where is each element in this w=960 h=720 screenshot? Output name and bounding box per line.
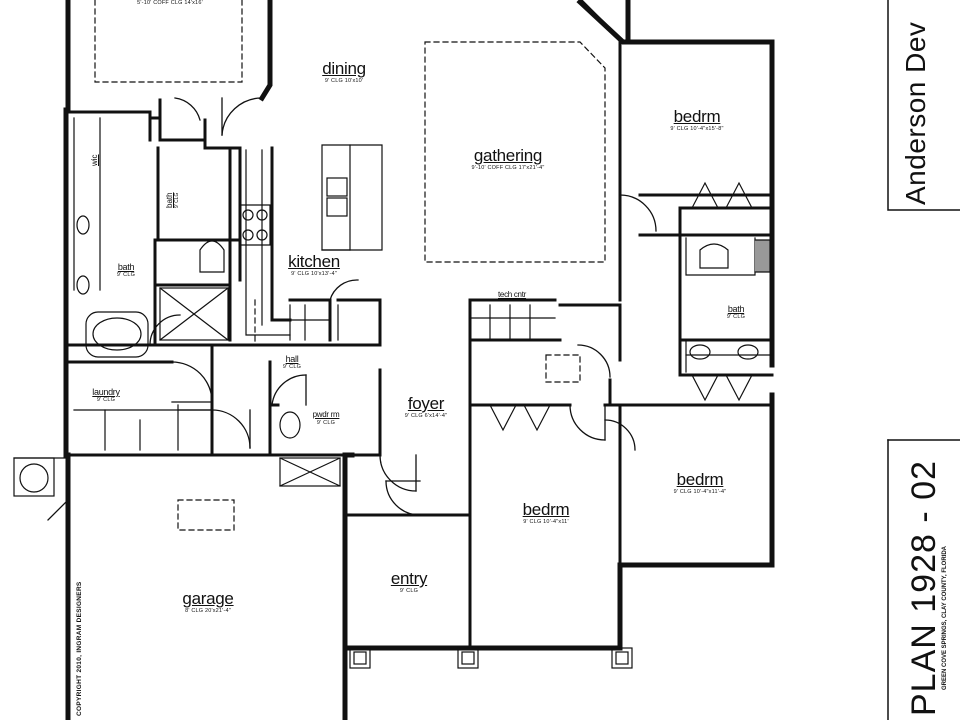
fixtures bbox=[13, 0, 759, 669]
room-dims: 9' CLG bbox=[726, 314, 746, 320]
room-label-bath-right: bath 9' CLG bbox=[727, 304, 745, 321]
room-name: tech cntr bbox=[498, 290, 526, 299]
room-label-bedrm-mid: bedrm 9' CLG 10'-4"x11' bbox=[523, 501, 570, 526]
room-label-foyer: foyer 9' CLG 6'x14'-4" bbox=[405, 395, 448, 420]
plan-location: GREEN COVE SPRINGS, CLAY COUNTY, FLORIDA bbox=[942, 545, 948, 690]
room-dims: 9' CLG bbox=[399, 588, 419, 594]
plan-number: PLAN 1928 - 02 bbox=[905, 460, 943, 716]
door-swings bbox=[47, 97, 657, 521]
room-name: bedrm bbox=[522, 500, 570, 519]
room-name: bedrm bbox=[676, 470, 724, 489]
room-name: bath bbox=[727, 304, 745, 314]
room-dims: 9' CLG 10'-4"x11' bbox=[523, 519, 569, 525]
room-label-pwdr-rm: pwdr rm 9' CLG bbox=[313, 410, 340, 427]
room-label-laundry: laundry 9' CLG bbox=[92, 387, 120, 404]
room-dims: 9' CLG bbox=[174, 192, 180, 208]
room-name: foyer bbox=[407, 394, 445, 413]
room-name: dining bbox=[322, 59, 366, 78]
room-name: wic bbox=[90, 154, 99, 166]
room-label-bath-left: bath 9' CLG bbox=[117, 262, 135, 279]
room-name: kitchen bbox=[288, 252, 340, 271]
room-label-kitchen: kitchen 9' CLG 10'x13'-4" bbox=[288, 253, 340, 278]
room-dims: 9' CLG 10'x13'-4" bbox=[291, 271, 337, 277]
room-label-hall: hall 9' CLG bbox=[283, 354, 301, 371]
room-dims: 5'-10' COFF CLG 14'x16' bbox=[137, 0, 203, 6]
exterior-walls bbox=[63, 0, 775, 720]
room-dims: 9' CLG bbox=[116, 272, 136, 278]
room-name: gathering bbox=[473, 146, 543, 165]
room-dims: 9' CLG 10'x10' bbox=[324, 78, 364, 84]
room-label-bedrm-top: bedrm 9' CLG 10'-4"x15'-8" bbox=[670, 108, 723, 133]
dashed-ceiling-lines bbox=[94, 0, 606, 531]
closet-doors bbox=[489, 181, 753, 432]
room-name: hall bbox=[285, 354, 299, 364]
room-dims: 9' CLG bbox=[316, 420, 336, 426]
room-dims: 9' CLG 6'x14'-4" bbox=[404, 413, 448, 419]
room-label-bedrm-right: bedrm 9' CLG 10'-4"x11'-4" bbox=[674, 471, 727, 496]
copyright-note: COPYRIGHT 2010, INGRAM DESIGNERS bbox=[76, 581, 83, 716]
room-dims: 9' CLG bbox=[96, 397, 116, 403]
room-name: bath bbox=[165, 192, 174, 208]
room-label-top-left: 5'-10' COFF CLG 14'x16' bbox=[137, 0, 203, 7]
room-dims: 9' CLG bbox=[282, 364, 302, 370]
title-block-border bbox=[887, 0, 960, 720]
room-label-dining: dining 9' CLG 10'x10' bbox=[322, 60, 366, 85]
cabinetry bbox=[73, 117, 773, 451]
room-label-wic: wic bbox=[84, 154, 102, 166]
room-dims: 9' CLG 10'-4"x15'-8" bbox=[670, 126, 724, 132]
room-name: garage bbox=[182, 589, 234, 608]
room-name: entry bbox=[390, 569, 428, 588]
room-label-garage: garage 8' CLG 20'x21'-4" bbox=[182, 590, 233, 615]
room-dims: 9' CLG 10'-4"x11'-4" bbox=[673, 489, 727, 495]
room-label-gathering: gathering 9'-10' COFF CLG 17'x21'-4" bbox=[471, 147, 544, 172]
interior-walls bbox=[66, 40, 774, 650]
room-dims: 9'-10' COFF CLG 17'x21'-4" bbox=[471, 165, 545, 171]
room-dims: 8' CLG 20'x21'-4" bbox=[185, 608, 231, 614]
room-label-tech-cntr: tech cntr bbox=[498, 290, 526, 300]
room-label-bath-center: bath 9' CLG bbox=[165, 192, 180, 208]
room-label-entry: entry 9' CLG bbox=[390, 569, 428, 595]
room-name: bath bbox=[117, 262, 135, 272]
room-name: pwdr rm bbox=[312, 410, 340, 419]
room-name: laundry bbox=[92, 387, 120, 397]
company-name: Anderson Dev bbox=[900, 21, 931, 205]
room-name: bedrm bbox=[673, 107, 721, 126]
